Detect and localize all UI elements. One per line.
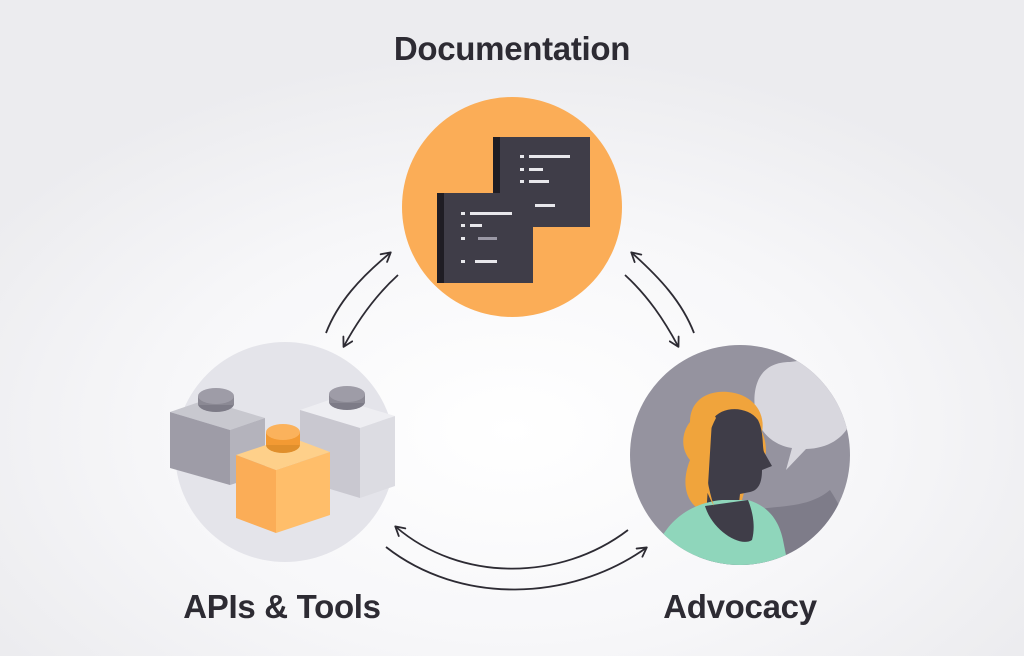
code-documents-icon (437, 137, 590, 283)
advocacy-label: Advocacy (663, 588, 817, 625)
apis-tools-label: APIs & Tools (183, 588, 381, 625)
advocacy-node (630, 345, 850, 565)
arrows-documentation-apis (325, 251, 399, 348)
documentation-node (402, 97, 622, 317)
arrows-apis-advocacy (385, 525, 648, 591)
arrow-apis-to-advocacy (385, 546, 648, 591)
arrows-documentation-advocacy (624, 251, 695, 348)
documentation-label: Documentation (393, 30, 631, 67)
building-blocks-icon (170, 386, 395, 533)
arrow-apis-to-documentation (325, 251, 392, 334)
arrow-advocacy-to-apis (394, 525, 629, 570)
arrow-documentation-to-apis (342, 274, 399, 348)
arrow-documentation-to-advocacy (624, 274, 680, 348)
apis-tools-node (170, 342, 395, 562)
arrow-advocacy-to-documentation (630, 251, 695, 334)
